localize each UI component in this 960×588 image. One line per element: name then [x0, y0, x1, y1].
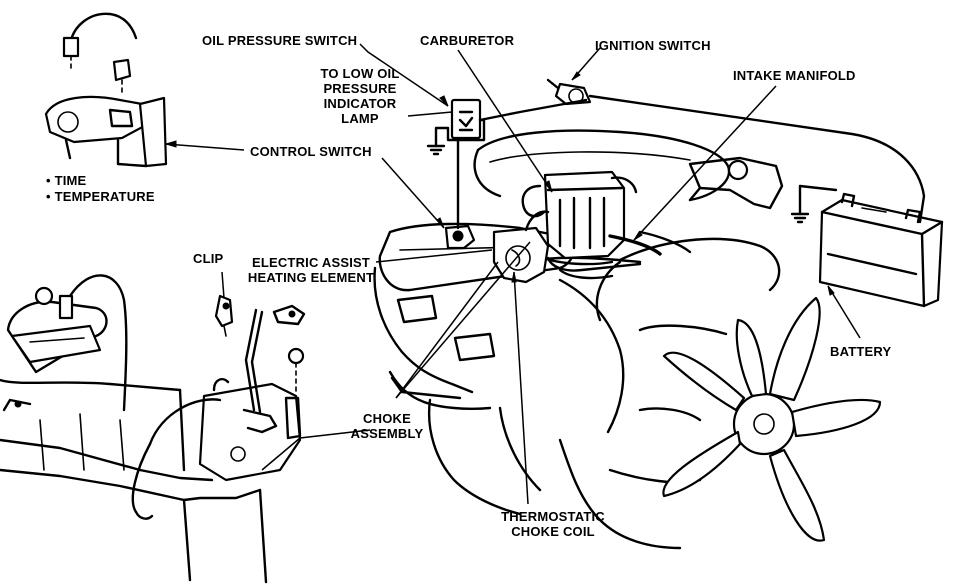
engine-illustration [373, 129, 781, 550]
label-choke-assembly-line1: CHOKE [363, 411, 411, 426]
label-choke-assembly-line2: ASSEMBLY [350, 426, 424, 441]
carburetor-illustration [521, 156, 784, 280]
label-to-low-oil-line2: PRESSURE [323, 81, 397, 96]
label-intake-manifold: INTAKE MANIFOLD [733, 68, 856, 83]
label-electric-assist-line1: ELECTRIC ASSIST [251, 255, 371, 270]
label-temperature: • TEMPERATURE [46, 189, 155, 204]
label-carburetor: CARBURETOR [420, 33, 515, 48]
label-to-low-oil-line1: TO LOW OIL [320, 66, 400, 81]
label-to-low-oil-pressure-lamp: TO LOW OIL PRESSURE INDICATOR LAMP [300, 66, 420, 126]
battery-illustration [790, 184, 944, 308]
label-to-low-oil-line4: LAMP [341, 111, 379, 126]
label-thermostatic-line1: THERMOSTATIC [501, 509, 605, 524]
fan-illustration [662, 296, 882, 542]
control-switch-illustration [44, 12, 168, 168]
label-thermostatic-line2: CHOKE COIL [511, 524, 595, 539]
choke-assembly-illustration [492, 210, 550, 284]
oil-pressure-switch-illustration [426, 98, 486, 250]
label-ignition-switch: IGNITION SWITCH [595, 38, 711, 53]
label-clip: CLIP [193, 251, 224, 266]
label-electric-assist-heating-element: ELECTRIC ASSIST HEATING ELEMENT [246, 255, 376, 285]
label-electric-assist-line2: HEATING ELEMENT [247, 270, 375, 285]
label-choke-assembly: CHOKE ASSEMBLY [346, 411, 428, 441]
label-time: • TIME [46, 173, 87, 188]
leader-lines [164, 43, 861, 505]
label-control-switch: CONTROL SWITCH [250, 144, 372, 159]
label-oil-pressure-switch: OIL PRESSURE SWITCH [202, 33, 358, 48]
label-thermostatic-choke-coil: THERMOSTATIC CHOKE COIL [488, 509, 618, 539]
lower-engine-illustration [0, 274, 306, 584]
ignition-switch-illustration [478, 78, 926, 224]
label-to-low-oil-line3: INDICATOR [323, 96, 397, 111]
label-battery: BATTERY [830, 344, 892, 359]
